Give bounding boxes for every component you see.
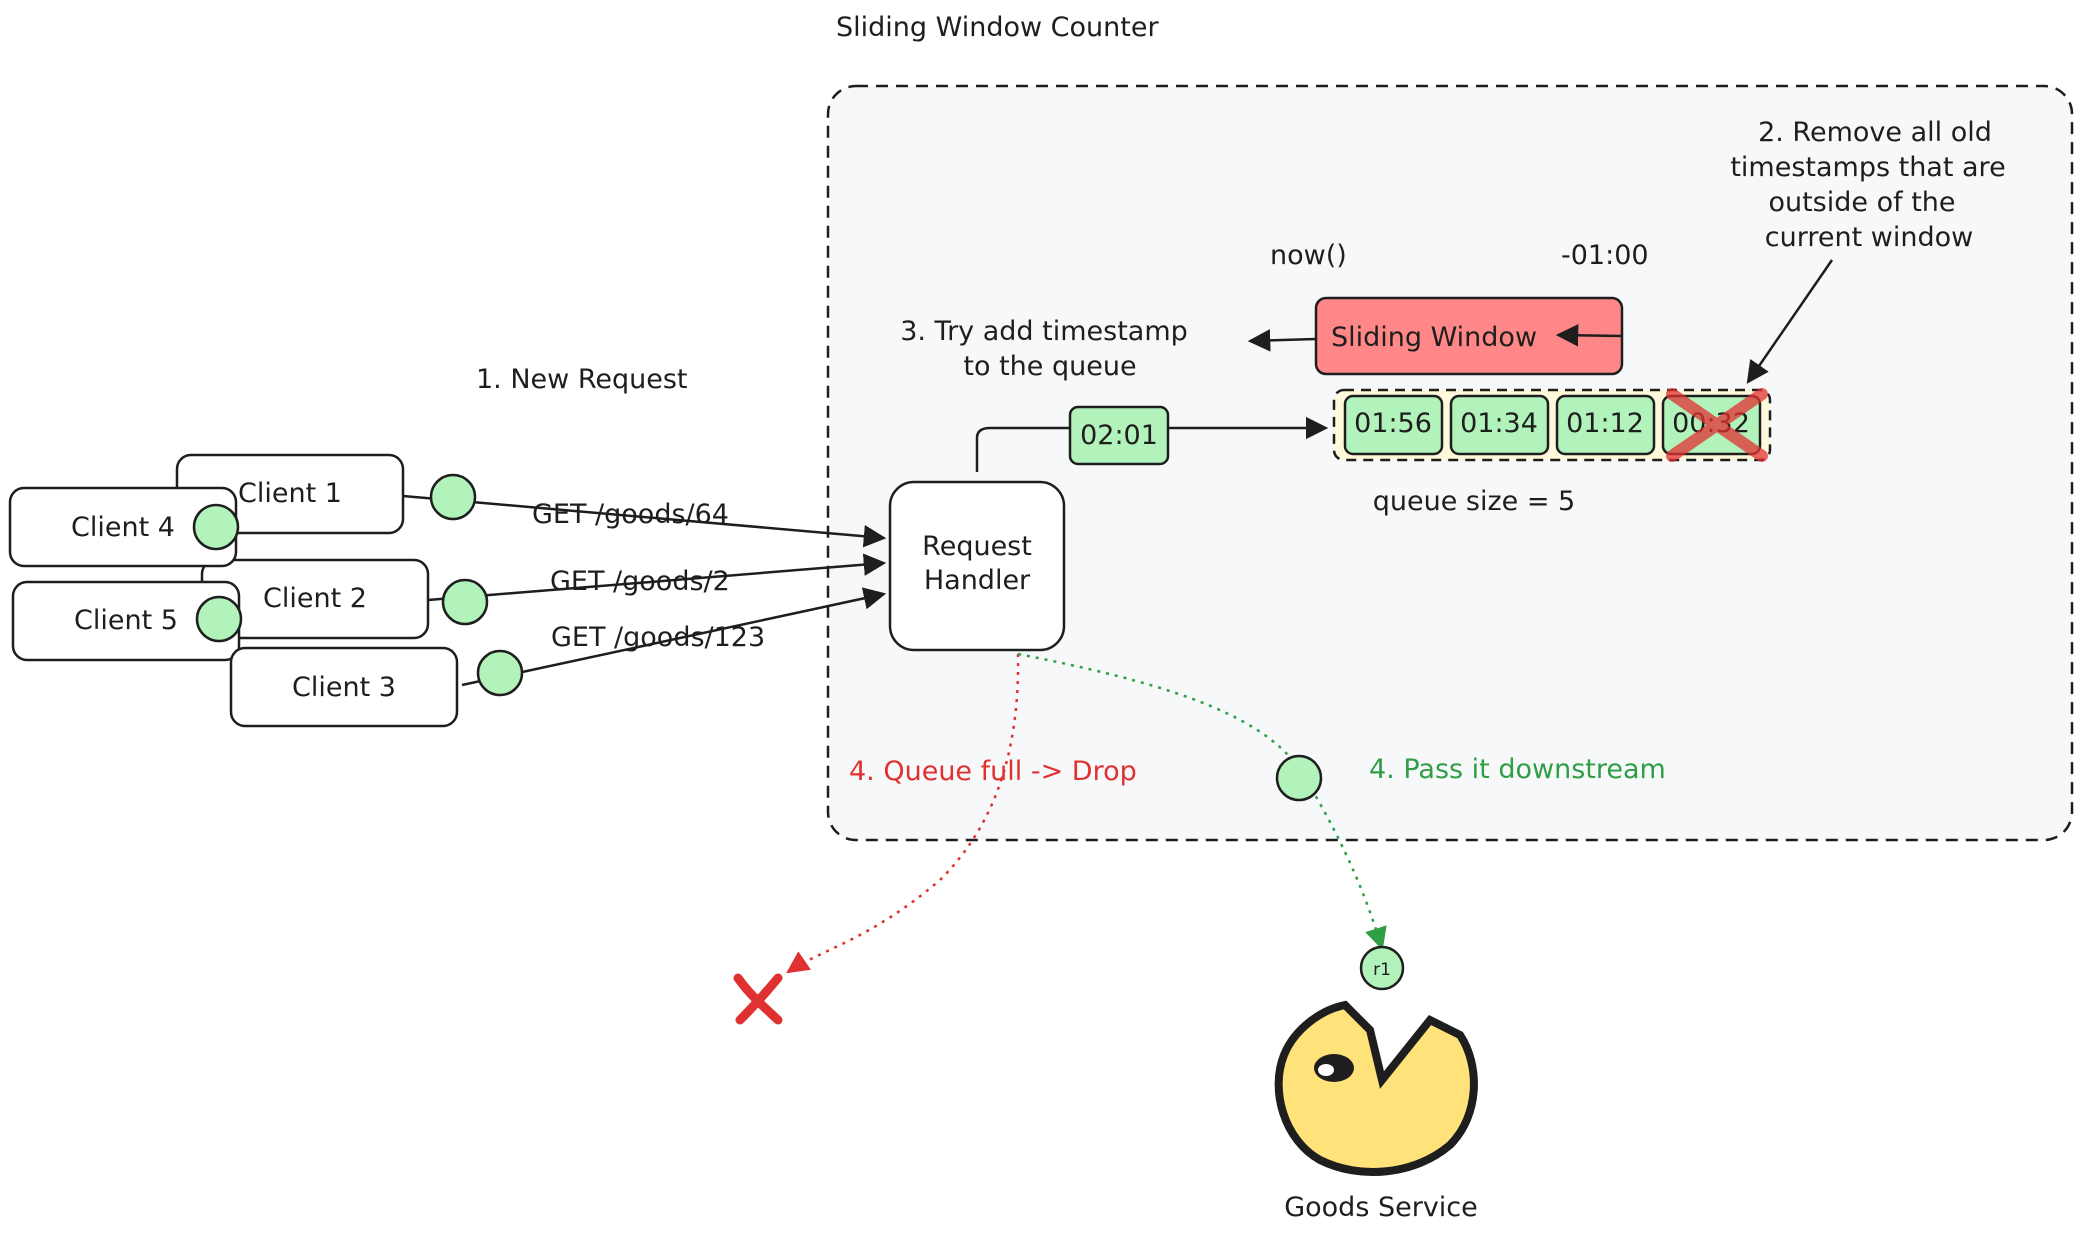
request-handler-line1: Request [922, 531, 1032, 562]
client-4-label: Client 4 [71, 512, 175, 543]
handler-to-queue-arrow [975, 416, 1329, 472]
step-2-arrow [1746, 259, 1834, 384]
client-1-label: Client 1 [238, 478, 342, 509]
drop-x-icon [733, 973, 783, 1025]
step-4-pass-label: 4. Pass it downstream [1369, 754, 1666, 785]
queue-item: 01:12 [1555, 394, 1656, 456]
client-5-label: Client 5 [74, 605, 178, 636]
request-dot-client-3 [476, 649, 524, 697]
window-direction-arrow-right [1555, 324, 1623, 347]
pass-downstream-arrow [1017, 652, 1387, 951]
request-dot-client-1 [429, 473, 477, 521]
goods-service-pacman-icon[interactable] [1274, 1000, 1478, 1176]
queue-item-label: 01:34 [1460, 408, 1538, 439]
request-handler-box[interactable]: Request Handler [888, 480, 1066, 652]
client-5-box[interactable]: Client 5 [11, 580, 241, 662]
queue-item-label: 01:12 [1566, 408, 1644, 439]
request-line-client-3 [461, 587, 887, 687]
step-3-line1: 3. Try add timestamp [900, 316, 1188, 347]
window-direction-arrow-left [1247, 329, 1317, 352]
request-dot-client-2 [441, 578, 489, 626]
step-2-line4: current window [1765, 222, 1973, 253]
step-3-line2: to the queue [963, 351, 1136, 382]
sliding-window-label: Sliding Window [1331, 322, 1537, 353]
client-3-box[interactable]: Client 3 [229, 646, 459, 728]
new-timestamp-box: 02:01 [1068, 405, 1170, 466]
queue-item: 01:34 [1449, 394, 1550, 456]
client-3-label: Client 3 [292, 672, 396, 703]
client-2-label: Client 2 [263, 583, 367, 614]
step-2-line2: timestamps that are [1730, 152, 2005, 183]
step-2-line3: outside of the [1768, 187, 1955, 218]
request-line-client-2 [427, 553, 887, 602]
goods-service-label: Goods Service [1284, 1192, 1478, 1223]
request-line-client-1 [402, 494, 887, 548]
sliding-window-counter-container [826, 84, 2074, 842]
downstream-token-label: r1 [1373, 960, 1391, 980]
window-end-label: -01:00 [1561, 240, 1649, 271]
queue-item: 01:56 [1343, 394, 1444, 456]
step-2-line1: 2. Remove all old [1758, 117, 1992, 148]
new-timestamp-label: 02:01 [1080, 420, 1158, 451]
request-label-64: GET /goods/64 [532, 499, 729, 530]
downstream-token [1359, 945, 1405, 991]
diagram-title: Sliding Window Counter [836, 12, 1159, 43]
expired-cross-icon [1666, 388, 1768, 462]
step-1-label: 1. New Request [476, 364, 688, 395]
queue-size-label: queue size = 5 [1373, 486, 1576, 517]
queue-item-label: 01:56 [1354, 408, 1432, 439]
request-handler-line2: Handler [924, 565, 1031, 596]
drop-arrow [786, 653, 1020, 974]
pass-request-dot [1275, 754, 1323, 802]
step-4-drop-label: 4. Queue full -> Drop [849, 756, 1137, 787]
sliding-window-bar: Sliding Window [1314, 296, 1624, 376]
request-dot-client-5 [195, 595, 243, 643]
request-label-2: GET /goods/2 [550, 566, 730, 597]
window-start-label: now() [1270, 240, 1347, 271]
request-dot-client-4 [192, 503, 240, 551]
request-label-123: GET /goods/123 [551, 622, 765, 653]
